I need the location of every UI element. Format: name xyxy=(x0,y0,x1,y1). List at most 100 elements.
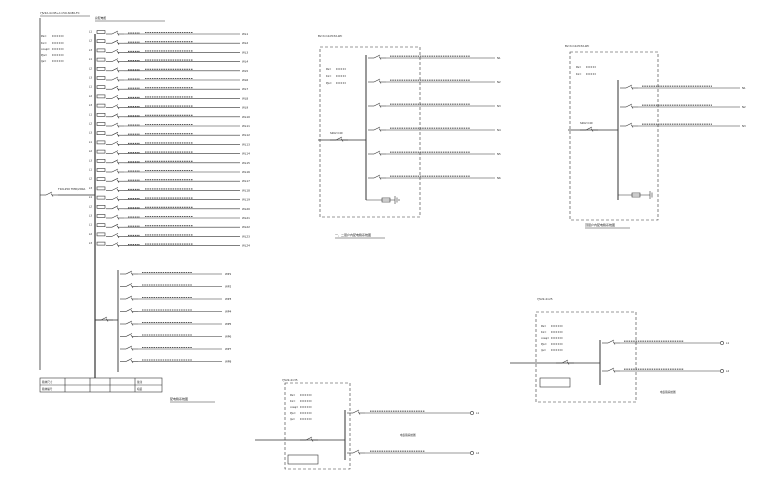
incoming-cable-label: YJV22-4×95+1×50-SC80-FC xyxy=(40,11,80,15)
param-4: Ijs= xyxy=(290,417,295,421)
output-terminal xyxy=(720,341,724,345)
branch-breaker xyxy=(106,30,124,36)
branch-id: WL19 xyxy=(242,198,250,202)
main-breaker-label: T1N-250 TMD/200A xyxy=(57,187,85,191)
branch-id: N6 xyxy=(497,176,501,180)
branch-breaker xyxy=(106,49,124,55)
branch-breaker xyxy=(106,214,124,220)
phase-tag: L2 xyxy=(89,149,92,153)
phase-tag: L1 xyxy=(89,168,92,172)
branch-id: WL8 xyxy=(242,96,248,100)
rcd-box xyxy=(96,57,106,62)
breaker-cross xyxy=(357,451,361,455)
branch-id: WL16 xyxy=(242,170,250,174)
branch-breaker xyxy=(106,67,124,73)
param-1: Kx= xyxy=(576,72,581,76)
breaker-contact xyxy=(111,76,119,81)
output-id: L1 xyxy=(476,411,479,415)
breaker-contact xyxy=(111,95,119,99)
rcd-box xyxy=(96,186,106,191)
main-breaker xyxy=(300,436,318,442)
breaker-contact xyxy=(45,191,53,196)
breaker-contact xyxy=(352,409,360,414)
branch-breaker xyxy=(106,141,124,147)
breaker-contact xyxy=(125,308,133,312)
param-0: Pe= xyxy=(576,65,581,69)
breaker-contact xyxy=(125,345,133,350)
breaker-cross xyxy=(340,138,344,142)
breaker-cross xyxy=(116,78,120,82)
breaker-contact xyxy=(305,436,313,441)
breaker-contact xyxy=(125,333,133,337)
branch-breaker xyxy=(106,113,124,119)
output-terminal xyxy=(470,451,474,455)
breaker-contact xyxy=(111,67,119,72)
branch-breaker xyxy=(106,223,124,229)
incoming-label: YJV22-4×35 xyxy=(282,378,298,382)
rcd-box xyxy=(96,48,106,53)
branch-breaker xyxy=(106,187,124,193)
param-1: Kx= xyxy=(290,399,295,403)
lower-breaker xyxy=(120,320,138,326)
breaker-cross xyxy=(130,359,134,364)
lower-branch-id: WP6 xyxy=(225,335,231,339)
breaker-cross xyxy=(590,128,594,132)
param-0: Pe= xyxy=(290,393,295,397)
breaker-cross xyxy=(116,170,120,174)
rcd-box xyxy=(96,30,106,34)
phase-tag: L1 xyxy=(89,223,92,227)
branch-breaker xyxy=(106,205,124,211)
phase-tag: L1 xyxy=(89,140,92,144)
incoming-label: BV-3×10-PC32-WC xyxy=(565,44,589,48)
breaker-cross xyxy=(116,115,120,119)
branch-id: WL15 xyxy=(242,161,250,165)
branch-breaker xyxy=(106,233,124,239)
breaker-contact xyxy=(111,242,119,246)
phase-tag: L2 xyxy=(89,39,92,43)
breaker-contact xyxy=(111,122,119,127)
main-breaker-label: S262 C40 xyxy=(330,131,343,135)
branch-id: WL6 xyxy=(242,78,248,82)
branch-id: N3 xyxy=(497,104,501,108)
lower-breaker xyxy=(120,308,138,314)
main-breaker-label: S262 C40 xyxy=(580,121,593,125)
rcd-box xyxy=(96,149,106,154)
output-id: L2 xyxy=(726,369,729,373)
branch-breaker xyxy=(368,126,386,132)
breaker-contact xyxy=(111,205,119,210)
breaker-cross xyxy=(130,284,134,289)
param-2: cosφ= xyxy=(41,47,51,51)
param-2: cosφ= xyxy=(541,337,549,340)
rcd-box xyxy=(96,168,106,172)
breaker-cross xyxy=(566,361,570,365)
enclosure xyxy=(569,51,659,221)
breaker-contact xyxy=(111,39,119,44)
branch-id: WL7 xyxy=(242,87,248,91)
main-breaker xyxy=(556,359,574,365)
branch-breaker xyxy=(106,58,124,64)
branch-id: WL17 xyxy=(242,179,250,183)
rcd-box xyxy=(96,85,106,89)
phase-tag: L2 xyxy=(89,94,92,98)
lower-breaker xyxy=(120,283,138,289)
phase-tag: L1 xyxy=(89,57,92,61)
breaker-cross xyxy=(130,334,134,339)
lower-breaker xyxy=(120,358,138,364)
breaker-cross xyxy=(116,50,120,55)
panel-caption: 电表箱系统图 xyxy=(400,433,416,437)
branch-id: WL13 xyxy=(242,142,250,146)
